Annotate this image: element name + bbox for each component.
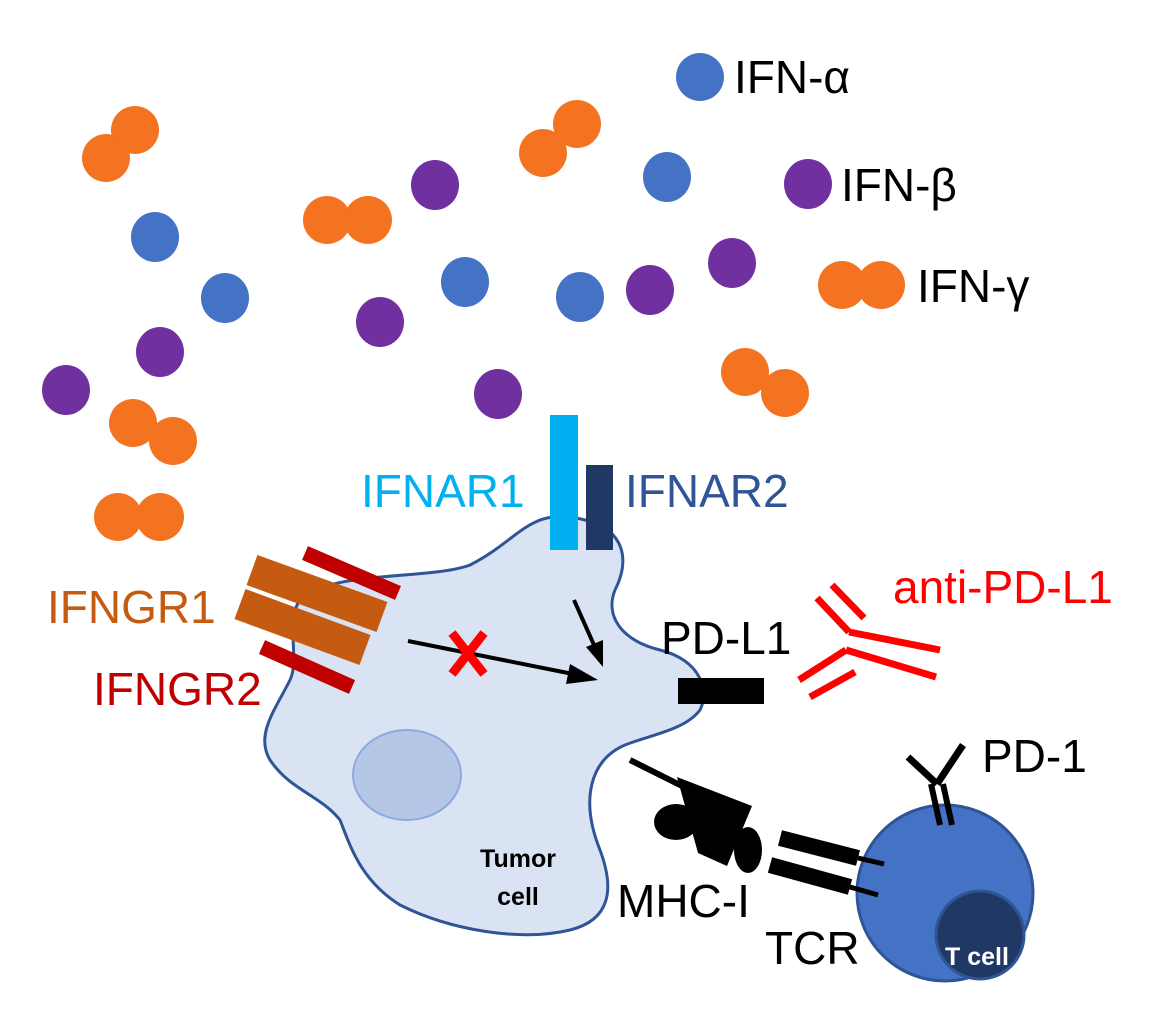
ifn-gamma-dimer — [109, 399, 197, 465]
ifn-beta-molecule — [474, 369, 522, 419]
ifnar-signal-arrow — [572, 599, 596, 646]
pd-l1-label: PD-L1 — [661, 612, 791, 664]
anti-pd-l1-antibody — [797, 582, 941, 701]
ifn-gamma-dimer — [82, 106, 159, 182]
ifnar1-receptor — [550, 415, 578, 550]
ifn-alpha-molecule — [556, 272, 604, 322]
ifn-alpha-legend-label: IFN-α — [734, 51, 850, 103]
ifngr2-chain-top — [302, 546, 401, 600]
ifn-gamma-dimer — [519, 100, 601, 177]
ifngr-signal-arrow — [407, 639, 574, 676]
ifn-alpha-molecules — [131, 53, 724, 323]
ifn-beta-molecule — [626, 265, 674, 315]
ifngr-signal-arrowhead — [566, 664, 598, 684]
tumor-cell-label-line2: cell — [497, 883, 539, 911]
mhc-i-label: MHC-I — [617, 875, 750, 927]
ifn-beta-legend-label: IFN-β — [841, 159, 957, 211]
ifn-alpha-molecule — [643, 152, 691, 202]
ifnar-signal-arrowhead — [586, 640, 603, 667]
ifn-beta-legend-swatch — [784, 159, 832, 209]
tcr-label: TCR — [765, 922, 860, 974]
ifn-gamma-dimer — [721, 348, 809, 417]
ifnar1-label: IFNAR1 — [361, 465, 525, 517]
ifn-beta-molecule — [42, 365, 90, 415]
ifn-gamma-legend-label: IFN-γ — [917, 260, 1029, 312]
ifngr1-label: IFNGR1 — [47, 581, 216, 633]
ifn-alpha-legend-swatch — [676, 53, 724, 101]
ifngr1-chain-bottom — [234, 588, 371, 666]
anti-pd-l1-label: anti-PD-L1 — [893, 561, 1113, 613]
ifn-alpha-molecule — [441, 257, 489, 307]
ifn-beta-molecules — [42, 159, 832, 419]
pd-1-receptor — [905, 743, 966, 826]
ifn-beta-molecule — [356, 297, 404, 347]
ifn-beta-molecule — [411, 160, 459, 210]
ifn-gamma-dimer — [303, 196, 392, 244]
ifn-gamma-dimer — [94, 493, 184, 541]
t-cell-nucleus — [934, 889, 1026, 981]
ifngr2-chain-bottom — [258, 640, 356, 694]
ifngr2-label: IFNGR2 — [93, 663, 262, 715]
pd-1-label: PD-1 — [982, 730, 1087, 782]
ifn-gamma-molecules — [82, 100, 905, 541]
tumor-nucleus — [352, 729, 462, 821]
tcr-receptor — [767, 830, 885, 898]
ifnar2-receptor — [586, 465, 613, 550]
ifn-beta-molecule — [136, 327, 184, 377]
tumor-cell-label-line1: Tumor — [480, 845, 556, 873]
ifnar2-label: IFNAR2 — [625, 465, 789, 517]
ifn-alpha-molecule — [201, 273, 249, 323]
blocked-cross-icon — [448, 630, 488, 677]
mhc-i-complex — [628, 757, 762, 873]
pd-l1-protein — [678, 678, 764, 704]
ifn-alpha-molecule — [131, 212, 179, 262]
ifn-beta-molecule — [708, 238, 756, 288]
ifngr1-chain-top — [246, 554, 388, 633]
t-cell-label: T cell — [945, 943, 1009, 971]
ifn-gamma-legend-swatch — [818, 261, 905, 309]
